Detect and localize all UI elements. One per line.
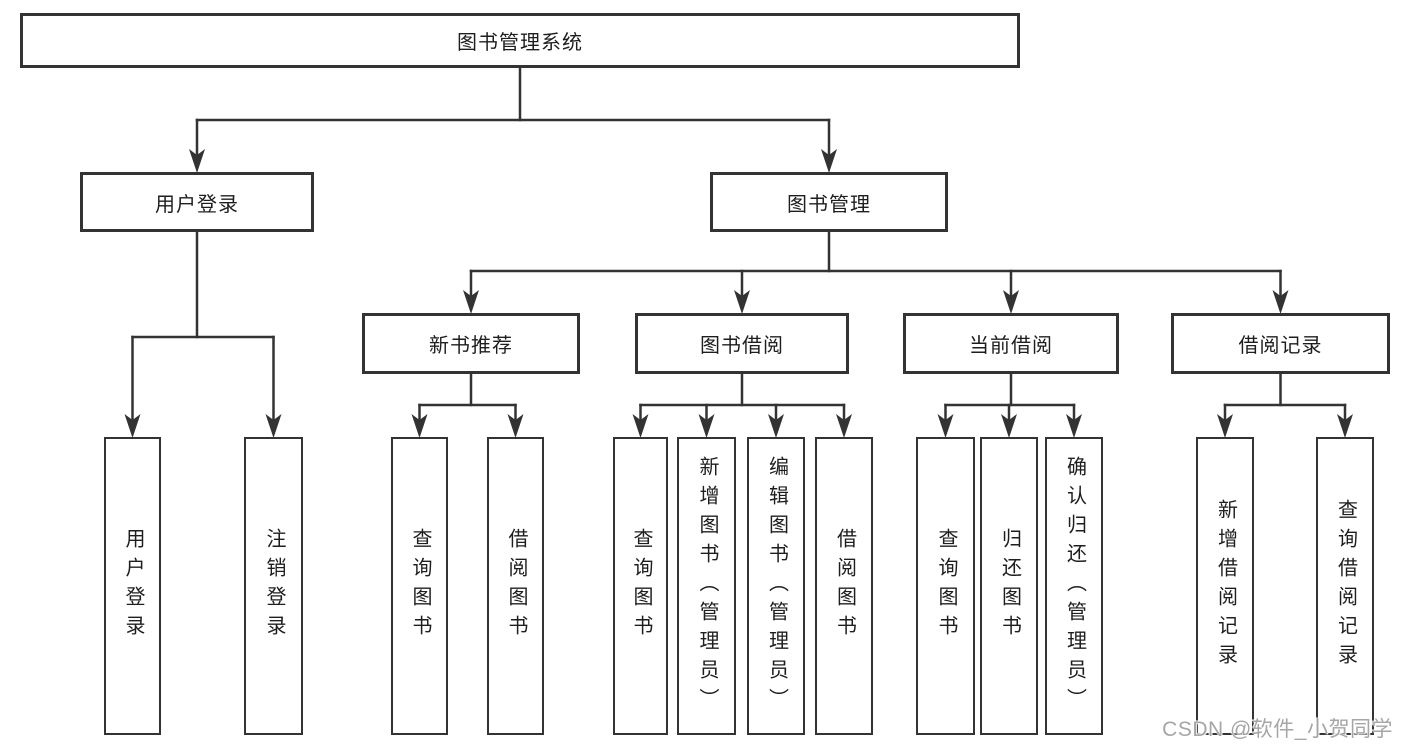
node-label: 确认归还（管理员）	[1063, 455, 1086, 717]
node-label: 注销登录	[263, 528, 285, 644]
node-leaf-add-books: 新增图书（管理员）	[677, 437, 736, 735]
node-label: 当前借阅	[969, 335, 1053, 357]
node-label: 图书管理	[787, 193, 871, 216]
node-label: 借阅图书	[505, 528, 527, 644]
node-root: 图书管理系统	[20, 13, 1020, 68]
node-label: 编辑图书（管理员）	[765, 455, 788, 717]
node-label: 查询借阅记录	[1334, 499, 1357, 673]
node-current-borrow: 当前借阅	[903, 313, 1119, 374]
node-label: 归还图书	[998, 528, 1021, 644]
watermark-text: CSDN @软件_小贺同学	[1162, 718, 1393, 741]
node-label: 图书借阅	[700, 335, 784, 357]
node-leaf-query-borrow-record: 查询借阅记录	[1316, 437, 1374, 735]
node-leaf-borrow-books-rec: 借阅图书	[487, 437, 544, 735]
node-label: 查询图书	[630, 528, 652, 644]
node-book-borrow: 图书借阅	[635, 313, 849, 374]
node-label: 借阅图书	[833, 528, 856, 644]
node-label: 借阅记录	[1238, 335, 1323, 357]
node-user-login: 用户登录	[80, 172, 314, 232]
node-leaf-add-borrow-record: 新增借阅记录	[1196, 437, 1254, 735]
node-label: 用户登录	[122, 528, 144, 644]
node-leaf-query-books-borrow: 查询图书	[613, 437, 668, 735]
node-label: 用户登录	[155, 193, 239, 216]
node-label: 查询图书	[409, 528, 431, 644]
node-leaf-confirm-return: 确认归还（管理员）	[1045, 437, 1103, 735]
node-leaf-query-books-rec: 查询图书	[391, 437, 448, 735]
node-leaf-query-books-cur: 查询图书	[916, 437, 975, 735]
node-label: 图书管理系统	[457, 32, 583, 54]
node-leaf-logout: 注销登录	[244, 437, 303, 735]
node-leaf-return-books: 归还图书	[980, 437, 1038, 735]
node-book-mgmt: 图书管理	[710, 172, 948, 232]
node-leaf-borrow-books: 借阅图书	[815, 437, 873, 735]
node-borrow-records: 借阅记录	[1171, 313, 1390, 374]
node-leaf-user-login: 用户登录	[104, 437, 161, 735]
node-label: 新书推荐	[429, 335, 513, 357]
node-label: 新增借阅记录	[1214, 499, 1237, 673]
node-new-book-rec: 新书推荐	[362, 313, 580, 374]
node-label: 查询图书	[935, 528, 957, 644]
node-leaf-edit-books: 编辑图书（管理员）	[747, 437, 805, 735]
node-label: 新增图书（管理员）	[696, 455, 718, 717]
